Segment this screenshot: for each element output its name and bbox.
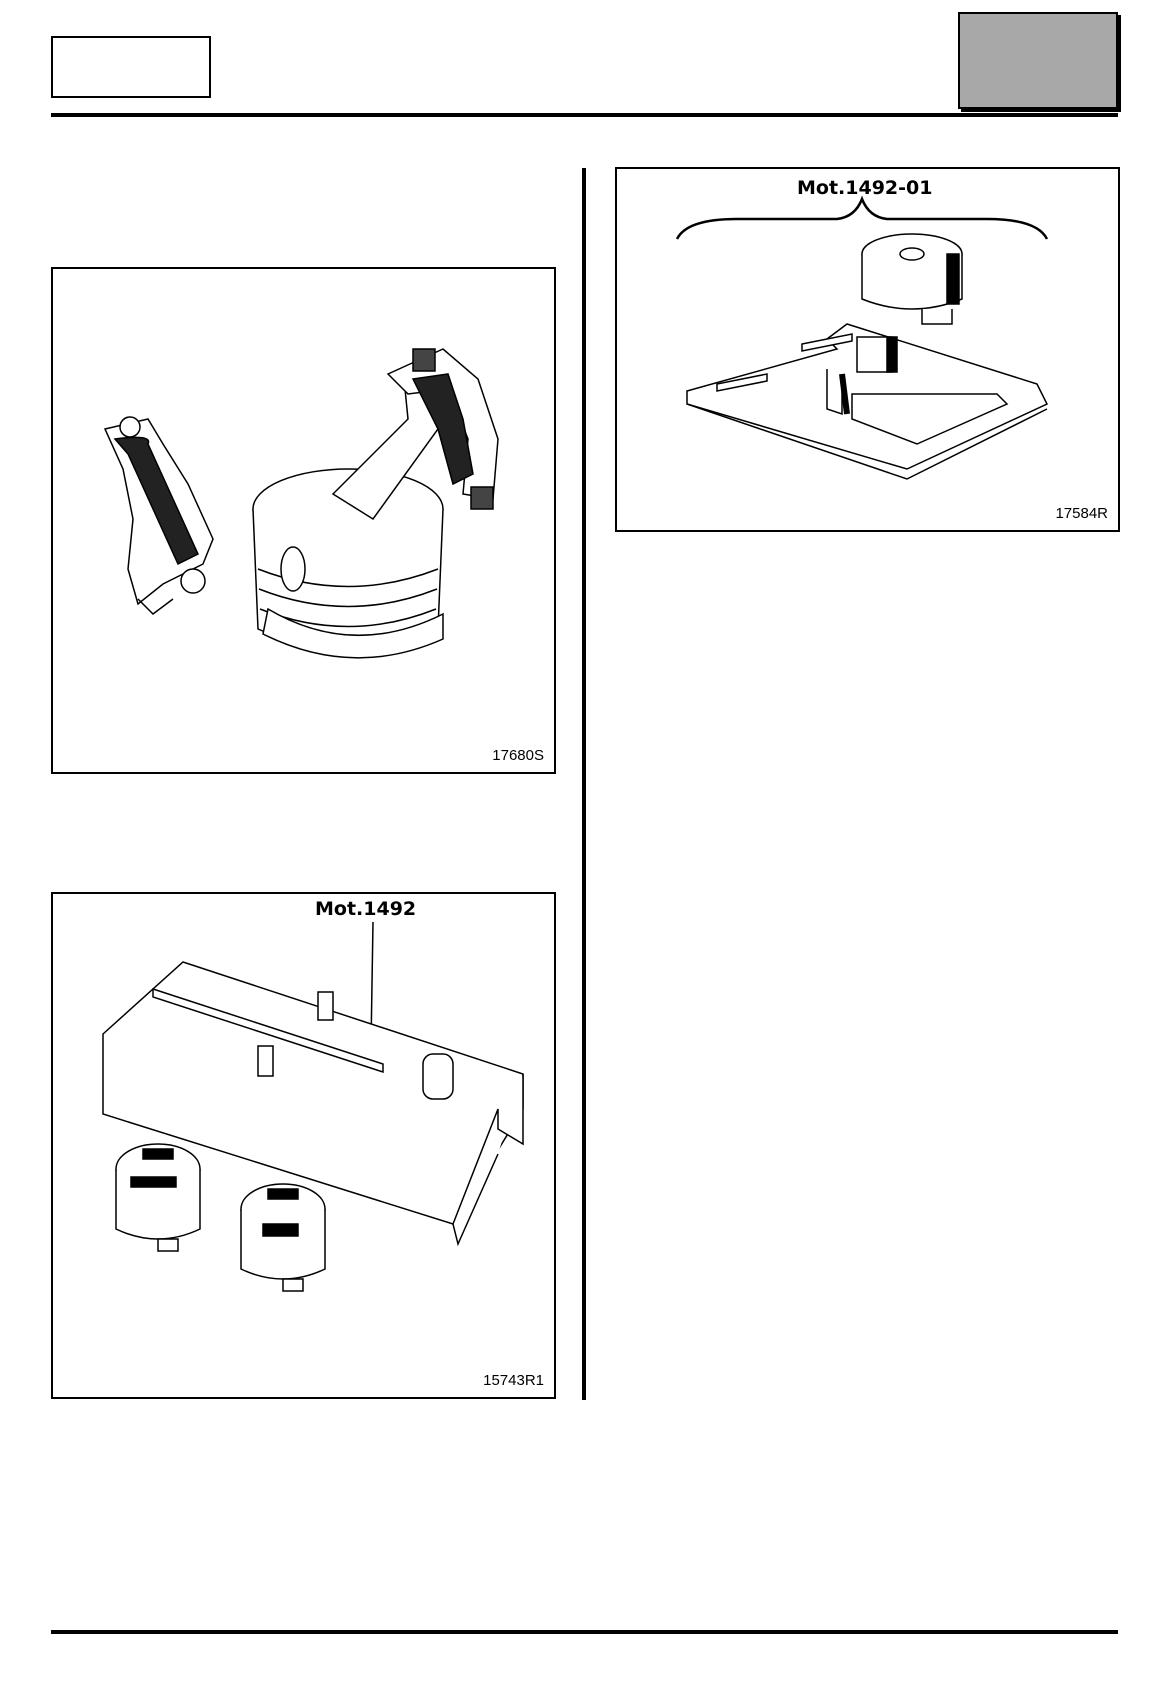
figure-connecting-rod: 17680S — [51, 267, 556, 774]
footer-rule — [51, 1630, 1118, 1634]
header-rule — [51, 113, 1118, 117]
tool-label: Mot.1492 — [315, 898, 417, 920]
chapter-box — [958, 12, 1118, 109]
mot-1492-01-illustration — [675, 195, 1049, 480]
figure-mot-1492: Mot.1492 15743R1 — [51, 892, 556, 1399]
figure-reference: 15743R1 — [483, 1372, 544, 1389]
tool-label: Mot.1492-01 — [797, 177, 933, 199]
figure-reference: 17584R — [1055, 505, 1108, 522]
reference-box — [51, 36, 211, 98]
connecting-rod-illustration — [103, 348, 499, 659]
figure-reference: 17680S — [492, 747, 544, 764]
mot-1492-illustration — [102, 921, 524, 1292]
figure-mot-1492-01: Mot.1492-01 17584R — [615, 167, 1120, 532]
column-divider — [582, 168, 586, 1400]
